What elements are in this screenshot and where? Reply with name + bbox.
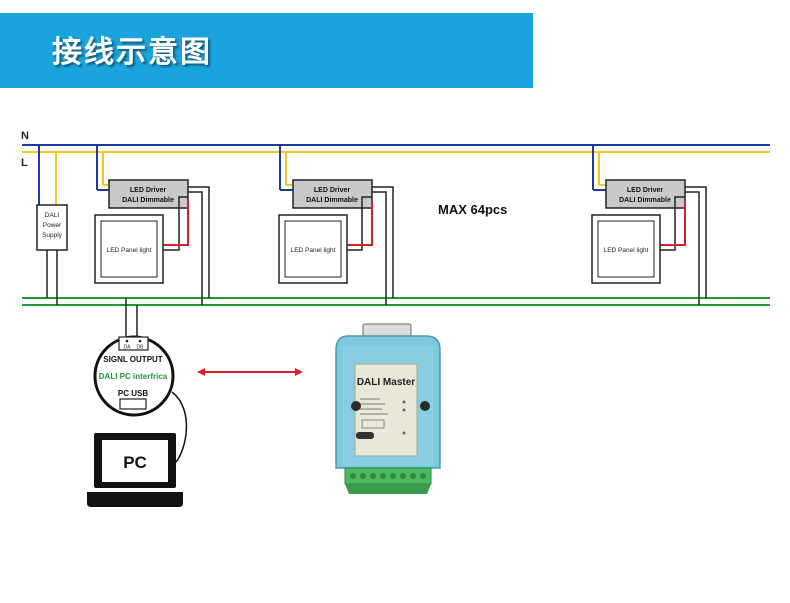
dali-master-device: DALI Master — [335, 323, 441, 494]
terminal-da-label: DA — [124, 345, 132, 351]
signal-output-label: SIGNL OUTPUT — [103, 355, 163, 364]
led-driver-label-1: LED Driver — [130, 187, 166, 194]
banner-title: 接线示意图 — [52, 35, 212, 70]
laptop-icon: PC — [87, 433, 183, 507]
led-panel-inner — [284, 220, 342, 278]
pc-label: PC — [123, 453, 147, 472]
power-supply-label-1: DALI — [45, 212, 60, 219]
mount-screw-1 — [351, 401, 361, 411]
led-panel-label: LED Panel light — [604, 247, 649, 254]
terminal-strip — [344, 467, 432, 485]
device-name-label: DALI Master — [357, 377, 415, 388]
driver-unit-1: LED Driver DALI Dimmable LED Panel light — [94, 145, 210, 305]
mount-screw-2 — [420, 401, 430, 411]
interface-name-label: DALI PC interfrica — [99, 372, 168, 381]
dali-pc-interface: DA DB SIGNL OUTPUT DALI PC interfrica PC… — [93, 335, 175, 417]
driver-unit-2: LED Driver DALI Dimmable LED Panel light — [278, 145, 394, 305]
led-driver-label-2: DALI Dimmable — [122, 197, 174, 204]
led-driver-label-2: DALI Dimmable — [306, 197, 358, 204]
usb-port — [119, 398, 147, 410]
led-driver-label-2: DALI Dimmable — [619, 197, 671, 204]
led-panel-label: LED Panel light — [107, 247, 152, 254]
terminal-db-label: DB — [137, 345, 145, 351]
terminal-screws — [350, 473, 426, 479]
max-count-label: MAX 64pcs — [438, 202, 507, 217]
power-supply-label-3: Supply — [42, 232, 63, 239]
led-driver-box — [605, 179, 686, 209]
live-label: L — [21, 157, 28, 169]
led-driver-label-1: LED Driver — [314, 187, 350, 194]
neutral-label: N — [21, 130, 29, 142]
usb-cable — [171, 391, 188, 463]
led-driver-box — [108, 179, 189, 209]
led-panel-label: LED Panel light — [291, 247, 336, 254]
bidirectional-arrow — [197, 368, 303, 376]
db9-connector — [362, 323, 412, 337]
power-supply-label-2: Power — [43, 222, 62, 229]
device-logo-badge — [356, 432, 374, 439]
pc-usb-label: PC USB — [118, 389, 148, 398]
device-front-panel — [354, 363, 418, 457]
led-driver-label-1: LED Driver — [627, 187, 663, 194]
led-panel-inner — [597, 220, 655, 278]
title-banner: 接线示意图 — [0, 13, 533, 88]
power-supply-box — [36, 204, 68, 251]
driver-unit-3: LED Driver DALI Dimmable LED Panel light — [591, 145, 707, 305]
led-driver-box — [292, 179, 373, 209]
led-panel-inner — [100, 220, 158, 278]
